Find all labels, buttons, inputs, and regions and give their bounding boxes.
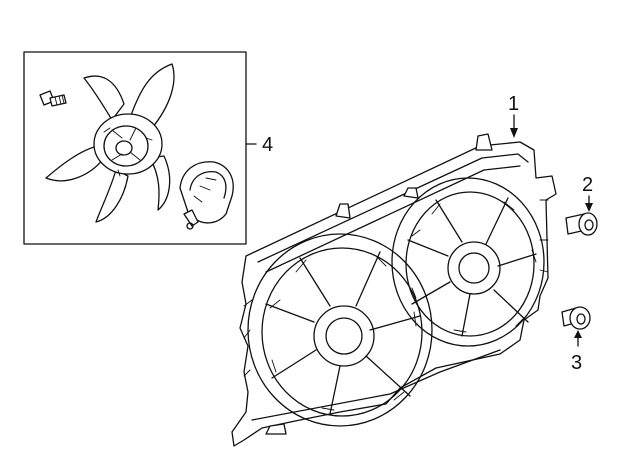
part-2-bolt	[565, 212, 598, 236]
fan-blade	[45, 63, 175, 223]
callout-part-3: 3	[571, 352, 582, 374]
arrow-part-2	[585, 203, 593, 212]
callout-part-4: 4	[262, 134, 273, 156]
fan-shroud	[231, 133, 557, 447]
inset-screw	[39, 90, 67, 107]
callout-part-2: 2	[582, 174, 593, 196]
part-3-bolt	[561, 306, 591, 330]
motor-clip	[179, 161, 234, 230]
left-fan-ring	[247, 233, 433, 427]
arrow-part-3	[574, 330, 582, 338]
inset-box-part-4	[23, 51, 257, 245]
right-fan-ring	[391, 177, 545, 347]
callout-part-1: 1	[508, 93, 519, 115]
inset-frame	[23, 51, 247, 245]
arrow-part-1	[510, 128, 518, 138]
